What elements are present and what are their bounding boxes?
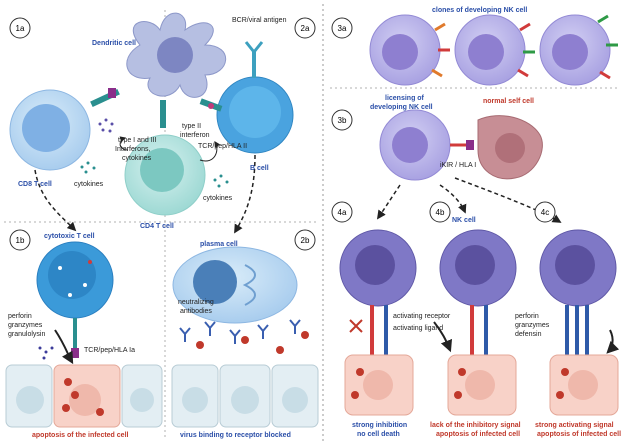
strong-activating-line2: apoptosis of infected cell [537,431,621,438]
arrow-to-4a [376,184,401,220]
epithelial-cells-1b [5,364,163,428]
arrow-perforin-4b [433,321,453,353]
perforin-nk-line2: granzymes [515,322,550,329]
perforin-line3: granulolysin [8,331,45,338]
dendritic-cell [126,12,227,98]
svg-text:4b: 4b [436,208,445,217]
strong-inhibition-line1: strong inhibition [352,422,407,429]
cd4-label: CD4 T cell [140,223,174,230]
panel-badges: 1a 2a 1b 2b 3a 3b 4a 4b 4c [9,17,556,251]
clones-label: clones of developing NK cell [432,7,527,14]
plasma-cell [172,246,298,324]
cd4-t-cell [124,134,206,216]
self-cell-label: normal self cell [483,98,534,105]
neutralizing-line2: antibodies [180,308,212,315]
type2-line1: type II [182,123,201,130]
plasma-cell-label: plasma cell [200,241,238,248]
licensing-line2: developing NK cell [370,104,433,111]
neutralizing-line1: neutralizing [178,299,214,306]
apoptosis-label: apoptosis of the infected cell [32,432,129,439]
svg-text:3b: 3b [338,116,347,125]
cytotoxic-t-cell [36,241,114,358]
arrow-cd4-to-cd8 [119,136,129,151]
virus-particles-4 [351,368,569,399]
neutralizing-antibodies [179,319,301,344]
b-cell-label: B cell [250,165,269,172]
arrow-perforin [54,329,74,365]
ikir-label: iKIR / HLA I [440,162,476,169]
perforin-line2: granzymes [8,322,43,329]
virus-blocked-label: virus binding to receptor blocked [180,432,291,439]
type13-line1: type I and III [118,137,157,144]
perforin-dots [38,346,54,360]
cd8-t-cell [9,89,91,171]
nk-clone-3 [539,14,618,86]
b-cell [216,41,294,154]
epithelial-cells-2b [171,364,319,428]
svg-text:3a: 3a [338,24,347,33]
arrow-cd4-to-b [199,140,221,162]
svg-text:1a: 1a [16,24,25,33]
nk-cell-4c [539,229,617,355]
lack-inhibitory-line2: apoptosis of infected cell [436,431,520,438]
perforin-nk-line3: defensin [515,331,542,338]
svg-text:2b: 2b [301,236,310,245]
type13-line2: Interferons, [115,146,150,153]
nk-clone-2 [454,14,535,86]
cd8-label: CD8 T cell [18,181,52,188]
type2-line2: interferon [180,132,210,139]
tcr-hla2-label: TCR/pep/HLA II [198,143,247,150]
svg-text:4c: 4c [541,208,549,217]
arrow-cd8-to-ctl [34,169,77,232]
perforin-nk-line1: perforin [515,313,539,320]
licensing-nk-cell [379,109,474,181]
dendritic-cell-label: Dendritic cell [92,40,136,47]
arrow-to-4b [439,184,467,214]
nk-cell-4a [339,229,417,355]
target-cells [344,354,619,416]
svg-text:2a: 2a [301,24,310,33]
arrow-perforin-4c [606,329,620,354]
nk-cell-4b [439,229,517,355]
svg-text:1b: 1b [16,236,25,245]
ctl-label: cytotoxic T cell [44,233,95,240]
receptor-complexes [90,88,223,128]
bcr-label: BCR/viral antigen [232,17,287,24]
cytokines-left-label: cytokines [74,181,104,188]
activating-receptor-label: activating receptor [393,313,451,320]
inhibition-cross [349,319,363,333]
perforin-line1: perforin [8,313,32,320]
strong-inhibition-line2: no cell death [357,431,400,438]
normal-self-cell [477,115,543,180]
nk-clone-1 [369,14,450,86]
cytokines-right-label: cytokines [203,195,233,202]
nk-cell-label: NK cell [452,217,476,224]
virus-particles-1b [62,378,104,416]
activating-ligand-label: activating ligand [393,325,443,332]
cytokine-dots [80,118,229,188]
lack-inhibitory-line1: lack of the inhibitory signal [430,422,521,429]
virus-particles-2b [196,331,309,354]
type13-line3: cytokines [122,155,152,162]
licensing-line1: licensing of [385,95,425,102]
svg-text:4a: 4a [338,208,347,217]
tcr-hla1a-label: TCR/pep/HLA Ia [84,347,135,354]
strong-activating-line1: strong activating signal [535,422,614,429]
